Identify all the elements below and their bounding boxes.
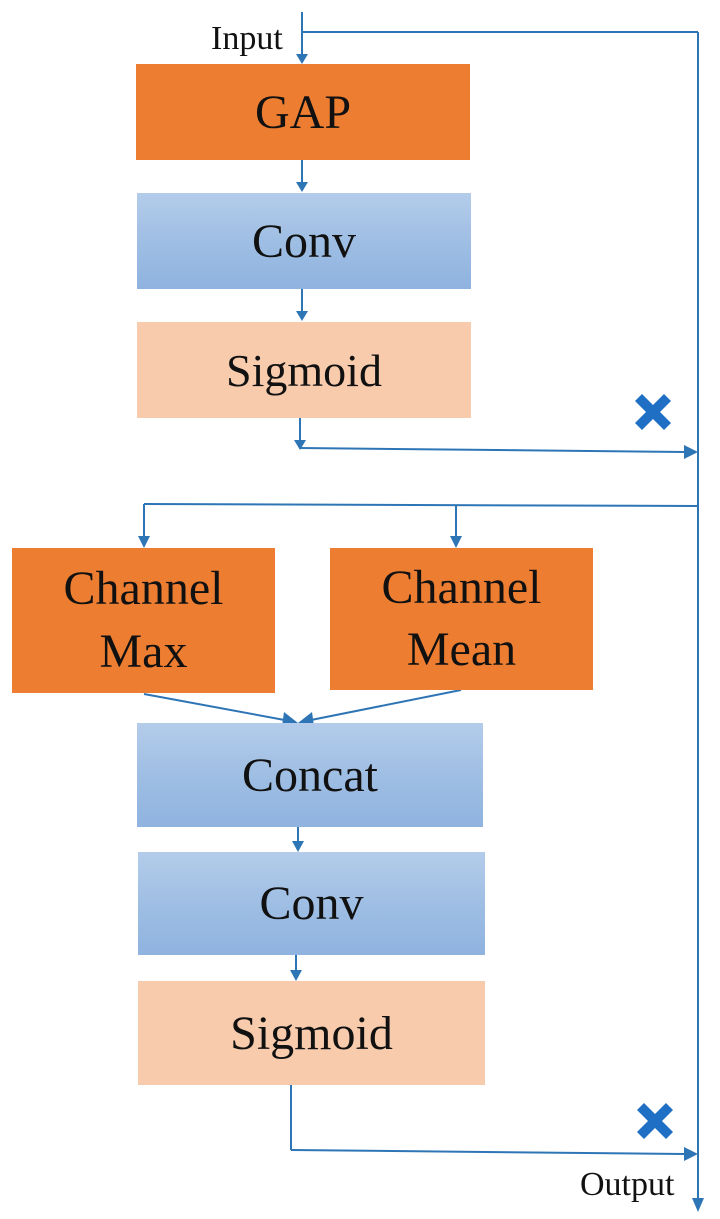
mean-to-concat-line [305,689,462,722]
multiply-icon [635,394,671,430]
gap-to-conv-arrowhead [296,182,308,192]
branch-to-max-arrowhead [138,536,150,548]
channel-max-box: Channel Max [12,548,275,693]
conv-label-channel: Conv [251,214,356,268]
conv-box-channel: Conv [137,193,471,289]
sigmoid1-to-multiply-line [299,447,687,453]
channel-mean-label-line1: Channel [381,560,542,614]
conv2-to-sigmoid2-arrowhead [290,970,302,981]
input-to-gap-arrowhead [296,54,308,64]
channel-mean-box: Channel Mean [330,548,593,690]
max-to-concat-line [143,693,291,722]
sigmoid1-down-arrowhead [294,440,306,450]
sigmoid1-to-multiply-arrowhead [684,445,698,459]
sigmoid-box-spatial: Sigmoid [138,981,485,1085]
channel-max-label-line2: Max [99,624,188,678]
sigmoid-label-spatial: Sigmoid [230,1006,393,1060]
conv-to-sigmoid-arrowhead [296,311,308,321]
sigmoid-label-channel: Sigmoid [226,344,382,396]
concat-box: Concat [137,723,483,827]
concat-label: Concat [242,748,378,802]
sigmoid2-to-multiply-arrowhead [684,1147,698,1161]
multiply-icon [637,1103,673,1139]
input-label: Input [211,20,283,57]
channel-max-label-line1: Channel [63,562,224,616]
output-arrowhead [692,1198,704,1212]
channel-mean-label-line2: Mean [406,623,517,676]
gap-label: GAP [254,85,352,139]
gap-box: GAP [136,64,470,160]
branch-to-mean-arrowhead [450,536,462,548]
conv-box-spatial: Conv [138,852,485,955]
max-to-concat-arrowhead [282,712,298,726]
sigmoid2-to-multiply-line [290,1149,685,1155]
branch-line [143,503,699,507]
sigmoid-box-channel: Sigmoid [137,322,471,418]
mean-to-concat-arrowhead [298,712,314,726]
concat-to-conv-arrowhead [292,841,304,852]
output-label: Output [580,1166,675,1203]
conv-label-spatial: Conv [259,877,364,930]
